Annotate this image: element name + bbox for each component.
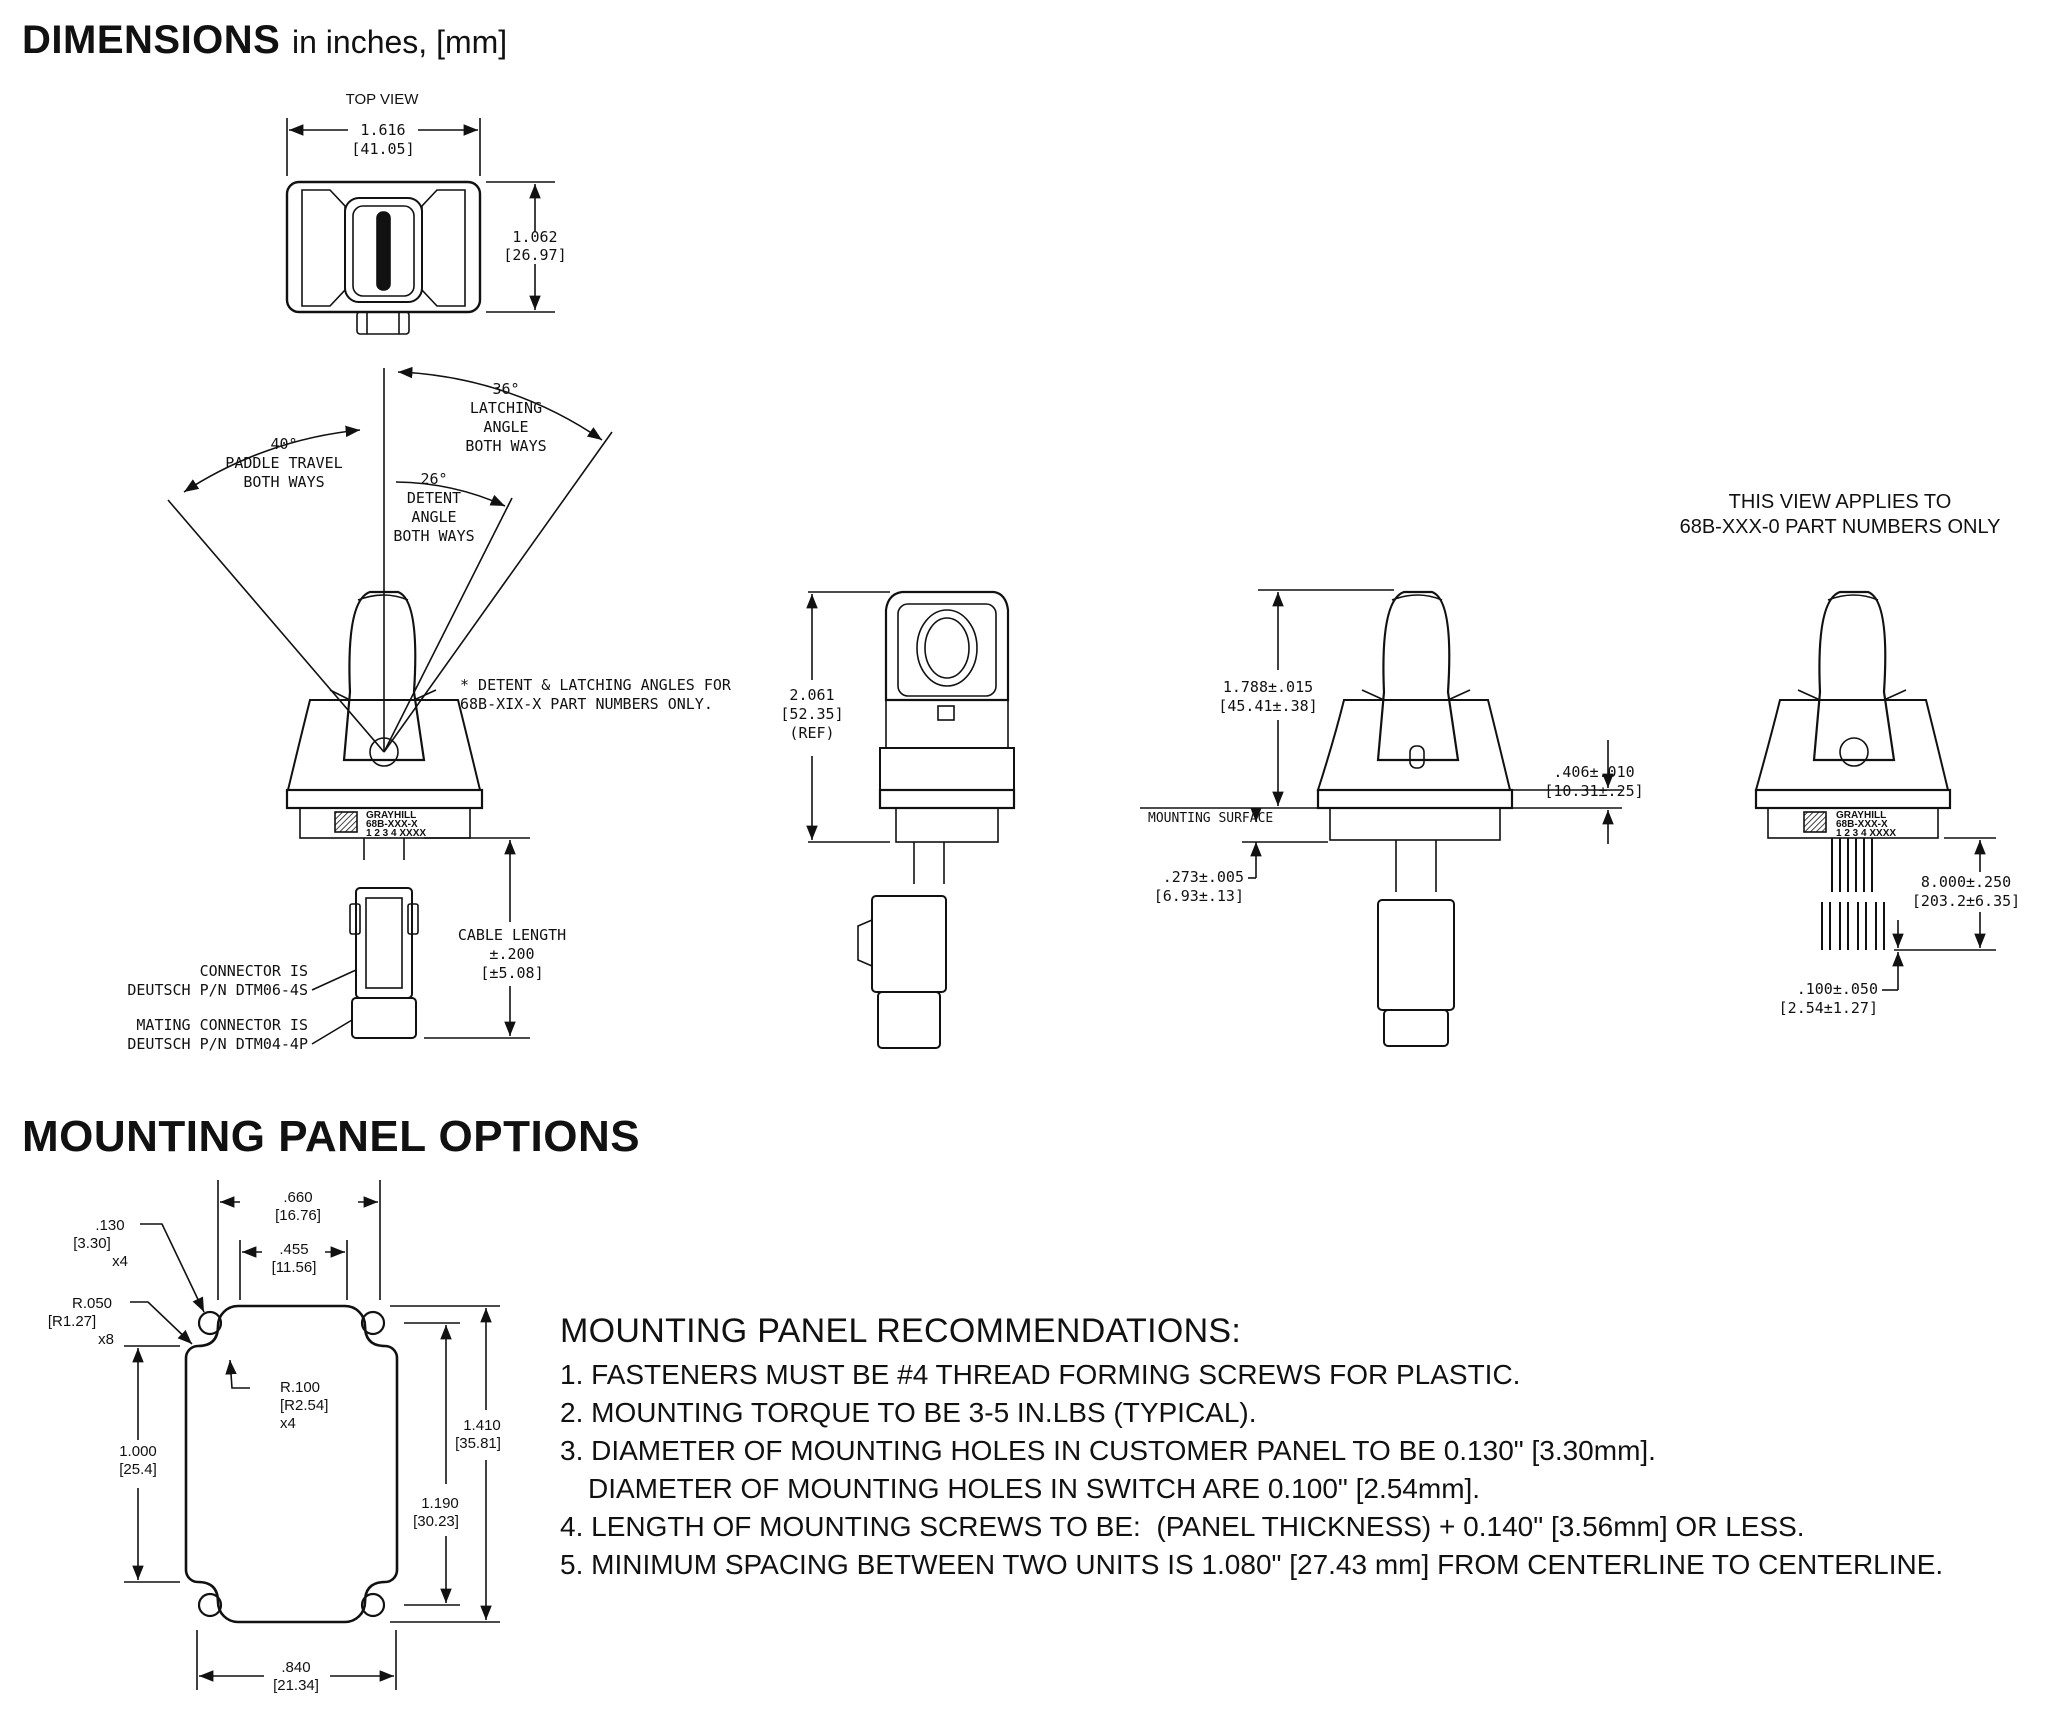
- side-view-paddle: [884, 590, 1010, 702]
- connector-note-2: DEUTSCH P/N DTM06-4S: [127, 981, 308, 999]
- detent-angle-label-3: BOTH WAYS: [393, 527, 474, 545]
- paddle-travel-label-2: BOTH WAYS: [243, 473, 324, 491]
- cable-length-label: CABLE LENGTH: [458, 926, 566, 944]
- front-view-offset-mm: [10.31±.25]: [1544, 782, 1643, 800]
- pin-view-label-part: 68B-XXX-X: [1836, 819, 1888, 830]
- panel-right-inner-in: 1.190: [421, 1495, 459, 1512]
- mounting-surface-label: MOUNTING SURFACE: [1148, 811, 1273, 826]
- dimensions-heading: DIMENSIONS in inches, [mm]: [22, 18, 507, 63]
- panel-right-outer-in: 1.410: [463, 1417, 501, 1434]
- side-view: 2.061 [52.35] (REF): [780, 590, 1016, 1049]
- pin-view: THIS VIEW APPLIES TO 68B-XXX-0 PART NUMB…: [1680, 491, 2021, 1017]
- recommendation-2: 2. MOUNTING TORQUE TO BE 3-5 IN.LBS (TYP…: [560, 1397, 1257, 1428]
- angle-footnote-line-1: * DETENT & LATCHING ANGLES FOR: [460, 676, 732, 694]
- panel-small-radius-count: x8: [98, 1331, 114, 1348]
- top-view-height-mm: [26.97]: [503, 246, 566, 264]
- mounting-holes: [197, 1310, 386, 1618]
- front-view-thickness-mm: [6.93±.13]: [1154, 887, 1244, 905]
- panel-left-height-in: 1.000: [119, 1443, 157, 1460]
- cable-length-tolerance-mm: [±5.08]: [480, 964, 543, 982]
- panel-small-radius-mm: [R1.27]: [48, 1313, 96, 1330]
- pin-view-label-brand: GRAYHILL: [1836, 810, 1886, 821]
- panel-left-height-mm: [25.4]: [119, 1461, 157, 1478]
- panel-top-outer-mm: [16.76]: [275, 1207, 321, 1224]
- dimensions-title: DIMENSIONS: [22, 18, 281, 62]
- detent-angle-value: 26°: [420, 470, 447, 488]
- top-view-label: TOP VIEW: [346, 91, 420, 108]
- mounting-panel-drawing: .660 [16.76] .455 [11.56] .130 [3.30] x4…: [48, 1180, 501, 1694]
- recommendation-1: 1. FASTENERS MUST BE #4 THREAD FORMING S…: [560, 1359, 1521, 1390]
- panel-top-inner-in: .455: [279, 1241, 308, 1258]
- panel-right-outer-mm: [35.81]: [455, 1435, 501, 1452]
- panel-small-radius-in: R.050: [72, 1295, 112, 1312]
- front-view-height-in: 1.788±.015: [1223, 678, 1313, 696]
- top-view: TOP VIEW 1.616 [41.05] 1.062 [26.97]: [285, 91, 567, 335]
- pin-view-pitch-mm: [2.54±1.27]: [1779, 999, 1878, 1017]
- panel-top-outer-in: .660: [283, 1189, 312, 1206]
- recommendation-4: 4. LENGTH OF MOUNTING SCREWS TO BE: (PAN…: [560, 1511, 1805, 1542]
- switch-label-pins: 1 2 3 4 XXXX: [366, 828, 426, 839]
- detent-angle-label-2: ANGLE: [411, 508, 456, 526]
- pin-view-length-in: 8.000±.250: [1921, 873, 2011, 891]
- mating-connector-note-1: MATING CONNECTOR IS: [136, 1016, 308, 1034]
- pin-view-length-mm: [203.2±6.35]: [1912, 892, 2020, 910]
- recommendation-3-continued: DIAMETER OF MOUNTING HOLES IN SWITCH ARE…: [588, 1473, 1481, 1504]
- front-view: 1.788±.015 [45.41±.38] MOUNTING SURFACE …: [1140, 589, 1644, 1047]
- front-view-thickness-in: .273±.005: [1163, 868, 1244, 886]
- pin-view-label-pins: 1 2 3 4 XXXX: [1836, 828, 1896, 839]
- cable-connector: [355, 887, 413, 999]
- angle-footnote-line-2: 68B-XIX-X PART NUMBERS ONLY.: [460, 695, 713, 713]
- side-view-height-ref: (REF): [789, 724, 834, 742]
- cable-length-tolerance: ±.200: [489, 945, 534, 963]
- paddle-travel-label: PADDLE TRAVEL: [225, 454, 342, 472]
- mating-connector-note-2: DEUTSCH P/N DTM04-4P: [127, 1035, 308, 1053]
- latching-angle-value: 36°: [492, 380, 519, 398]
- panel-large-radius-mm: [R2.54]: [280, 1397, 328, 1414]
- switch-label-part: 68B-XXX-X: [366, 819, 418, 830]
- latching-angle-label-2: ANGLE: [483, 418, 528, 436]
- angle-view: 36° LATCHING ANGLE BOTH WAYS 40° PADDLE …: [127, 366, 732, 1053]
- switch-label-brand: GRAYHILL: [366, 810, 416, 821]
- side-view-height-mm: [52.35]: [780, 705, 843, 723]
- pin-view-paddle: [1812, 590, 1896, 762]
- panel-large-radius-count: x4: [280, 1415, 296, 1432]
- mounting-panel-options-heading: MOUNTING PANEL OPTIONS: [22, 1112, 641, 1161]
- front-view-paddle: [1376, 590, 1460, 762]
- latching-angle-label-3: BOTH WAYS: [465, 437, 546, 455]
- connector-note-1: CONNECTOR IS: [200, 962, 308, 980]
- recommendations-title: MOUNTING PANEL RECOMMENDATIONS:: [560, 1312, 1242, 1350]
- pin-view-wires: [1821, 838, 1885, 950]
- panel-cutout: [184, 1304, 399, 1624]
- panel-hole-count: x4: [112, 1253, 128, 1270]
- side-view-connector: [871, 895, 947, 993]
- top-view-height-in: 1.062: [512, 228, 557, 246]
- panel-large-radius-in: R.100: [280, 1379, 320, 1396]
- pin-view-note-1: THIS VIEW APPLIES TO: [1729, 491, 1952, 513]
- dimensions-units: in inches, [mm]: [291, 24, 508, 60]
- recommendation-5: 5. MINIMUM SPACING BETWEEN TWO UNITS IS …: [560, 1549, 1944, 1580]
- recommendation-3: 3. DIAMETER OF MOUNTING HOLES IN CUSTOME…: [560, 1435, 1656, 1466]
- top-view-width-in: 1.616: [360, 121, 405, 139]
- paddle-body: [342, 590, 426, 762]
- pin-view-note-2: 68B-XXX-0 PART NUMBERS ONLY: [1680, 516, 2001, 538]
- mounting-panel-recommendations: MOUNTING PANEL RECOMMENDATIONS: 1. FASTE…: [560, 1312, 1943, 1584]
- top-view-width-mm: [41.05]: [351, 140, 414, 158]
- panel-top-inner-mm: [11.56]: [272, 1259, 317, 1276]
- angle-view-flange: [285, 788, 484, 810]
- front-view-connector: [1377, 899, 1455, 1011]
- panel-right-inner-mm: [30.23]: [413, 1513, 459, 1530]
- panel-hole-dia-in: .130: [95, 1217, 124, 1234]
- detent-angle-label: DETENT: [407, 489, 461, 507]
- panel-bottom-in: .840: [281, 1659, 310, 1676]
- front-view-offset-in: .406±.010: [1553, 763, 1634, 781]
- paddle-travel-value: 40°: [270, 435, 297, 453]
- pin-view-pitch-in: .100±.050: [1797, 980, 1878, 998]
- front-view-height-mm: [45.41±.38]: [1218, 697, 1317, 715]
- latching-angle-label: LATCHING: [470, 399, 542, 417]
- panel-bottom-mm: [21.34]: [273, 1677, 319, 1694]
- panel-hole-dia-mm: [3.30]: [73, 1235, 111, 1252]
- side-view-height-in: 2.061: [789, 686, 834, 704]
